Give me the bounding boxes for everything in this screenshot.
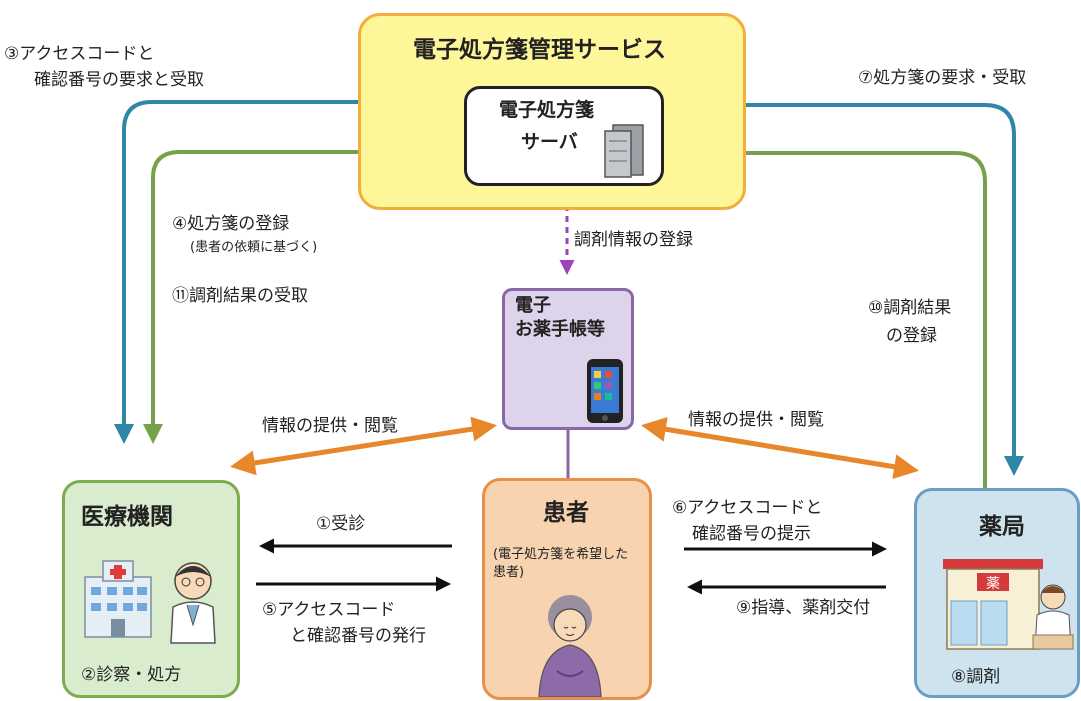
arrow-step7-prescription-request	[673, 95, 1024, 476]
pharmacy: 薬局 薬 ⑧調剤	[914, 488, 1080, 698]
label-step3-line2: 確認番号の要求と受取	[34, 70, 204, 90]
notebook-label-line2: お薬手帳等	[515, 319, 605, 340]
label-step10-line2: の登録	[886, 326, 937, 346]
pharmacy-title: 薬局	[979, 514, 1025, 540]
arrow-step3-access-code	[114, 92, 456, 444]
prescription-server: 電子処方箋 サーバ	[464, 86, 664, 186]
pharmacy-sign: 薬	[986, 576, 1000, 592]
label-step5-line1: ⑤アクセスコード	[262, 600, 396, 620]
medical-institution: 医療機関 ②診察・処方	[62, 480, 240, 698]
clinic-title: 医療機関	[81, 504, 173, 530]
hospital-doctor-icon	[84, 560, 216, 644]
label-step4-line2: (患者の依頼に基づく)	[190, 240, 318, 255]
patient-title: 患者	[543, 500, 589, 526]
patient: 患者 (電子処方箋を希望した 患者)	[482, 478, 652, 700]
electronic-medication-notebook: 電子 お薬手帳等	[502, 288, 634, 430]
label-step6-line2: 確認番号の提示	[692, 524, 811, 544]
arrow-info-left	[230, 416, 497, 476]
label-step11: ⑪調剤結果の受取	[172, 286, 308, 306]
smartphone-icon	[587, 359, 623, 423]
label-step5-line2: と確認番号の発行	[290, 626, 426, 646]
label-info-right: 情報の提供・閲覧	[688, 410, 824, 430]
patient-note-line2: 患者)	[493, 565, 525, 580]
server-label-line2: サーバ	[521, 131, 578, 153]
label-step7: ⑦処方箋の要求・受取	[858, 68, 1027, 88]
server-icon	[604, 124, 644, 178]
notebook-label-line1: 電子	[515, 295, 551, 316]
label-step6-line1: ⑥アクセスコードと	[672, 498, 823, 518]
label-info-left: 情報の提供・閲覧	[262, 416, 398, 436]
arrow-step10-register-result	[673, 143, 987, 488]
server-label-line1: 電子処方箋	[499, 99, 595, 121]
label-dispense-info: 調剤情報の登録	[574, 230, 693, 250]
arrow-info-right	[641, 416, 919, 480]
service-title: 電子処方箋管理サービス	[413, 37, 666, 63]
pharmacy-footer: ⑧調剤	[951, 667, 1001, 687]
pharmacy-store-icon: 薬	[943, 559, 1074, 650]
arrow-step4-register-prescription	[143, 142, 456, 444]
label-step1: ①受診	[316, 514, 366, 534]
label-step3-line1: ③アクセスコードと	[4, 44, 155, 64]
clinic-footer: ②診察・処方	[81, 665, 182, 685]
label-step4-line1: ④処方箋の登録	[172, 214, 290, 234]
patient-note-line1: (電子処方箋を希望した	[493, 547, 629, 562]
elderly-patient-icon	[538, 595, 602, 697]
label-step10-line1: ⑩調剤結果	[868, 298, 952, 318]
label-step9: ⑨指導、薬剤交付	[736, 598, 871, 618]
